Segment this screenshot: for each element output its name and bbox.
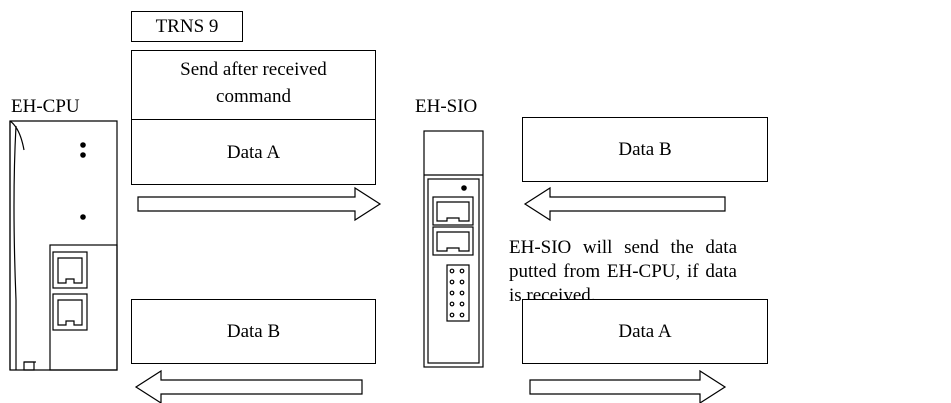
send-after-received-cell: Send after received command (131, 50, 376, 120)
eh-cpu-label: EH-CPU (11, 96, 80, 117)
sio-behaviour-note: EH-SIO will send the data putted from EH… (509, 237, 737, 306)
sio-receive-data-label: Data B (618, 138, 672, 160)
cpu-receive-data-box: Data B (131, 299, 376, 364)
sio-send-data-label: Data A (618, 320, 672, 342)
sio-receive-data-box: Data B (522, 117, 768, 182)
sio-send-data-box: Data A (522, 299, 768, 364)
sio-to-cpu-arrow-icon (134, 369, 363, 403)
cpu-send-data-label: Data A (226, 141, 281, 163)
sio-outgoing-arrow-icon (529, 369, 727, 403)
eh-sio-module (423, 130, 484, 368)
send-after-received-line2: command (216, 86, 291, 107)
trns9-command-label: TRNS 9 (155, 15, 219, 37)
cpu-receive-data-label: Data B (226, 320, 281, 342)
eh-cpu-module (9, 120, 118, 371)
eh-sio-label: EH-SIO (415, 96, 478, 117)
trns9-command-box: TRNS 9 (131, 11, 243, 42)
cpu-to-sio-arrow-icon (137, 186, 382, 222)
send-after-received-line1: Send after received (180, 59, 327, 80)
cpu-send-data-cell: Data A (131, 120, 376, 185)
cpu-send-stack (131, 50, 376, 185)
incoming-to-sio-arrow-icon (523, 186, 726, 222)
